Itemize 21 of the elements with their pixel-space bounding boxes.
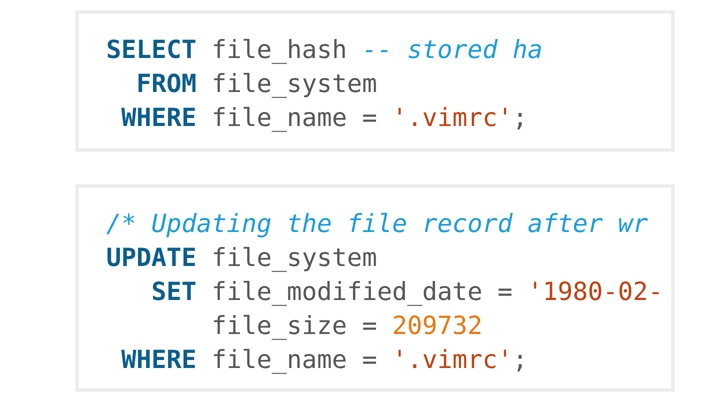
code-comment: -- stored ha <box>366 39 541 58</box>
number-literal: 209732 <box>394 315 480 334</box>
sql-keyword: WHERE <box>121 350 195 368</box>
code-text: ; <box>517 355 522 372</box>
string-literal: '1980-02- <box>534 281 659 300</box>
code-text: file_size = <box>214 314 376 340</box>
string-literal: '.vimrc' <box>398 107 506 126</box>
code-text: file_hash <box>214 38 345 64</box>
string-literal: '.vimrc' <box>398 349 506 368</box>
code-text: ; <box>517 113 522 130</box>
sql-keyword: SET <box>152 281 196 300</box>
code-text: file_modified_date = <box>214 280 512 306</box>
sql-keyword: FROM <box>138 73 196 92</box>
code-text: file_system <box>214 72 376 98</box>
sql-keyword: UPDATE <box>108 248 195 266</box>
code-text: file_name = <box>214 348 376 374</box>
sql-keyword: WHERE <box>121 108 195 126</box>
code-comment: /* Updating the file record after wr <box>106 212 648 238</box>
code-text: file_name = <box>214 106 376 132</box>
sql-keyword: SELECT <box>108 39 196 58</box>
code-text: file_system <box>214 246 376 272</box>
